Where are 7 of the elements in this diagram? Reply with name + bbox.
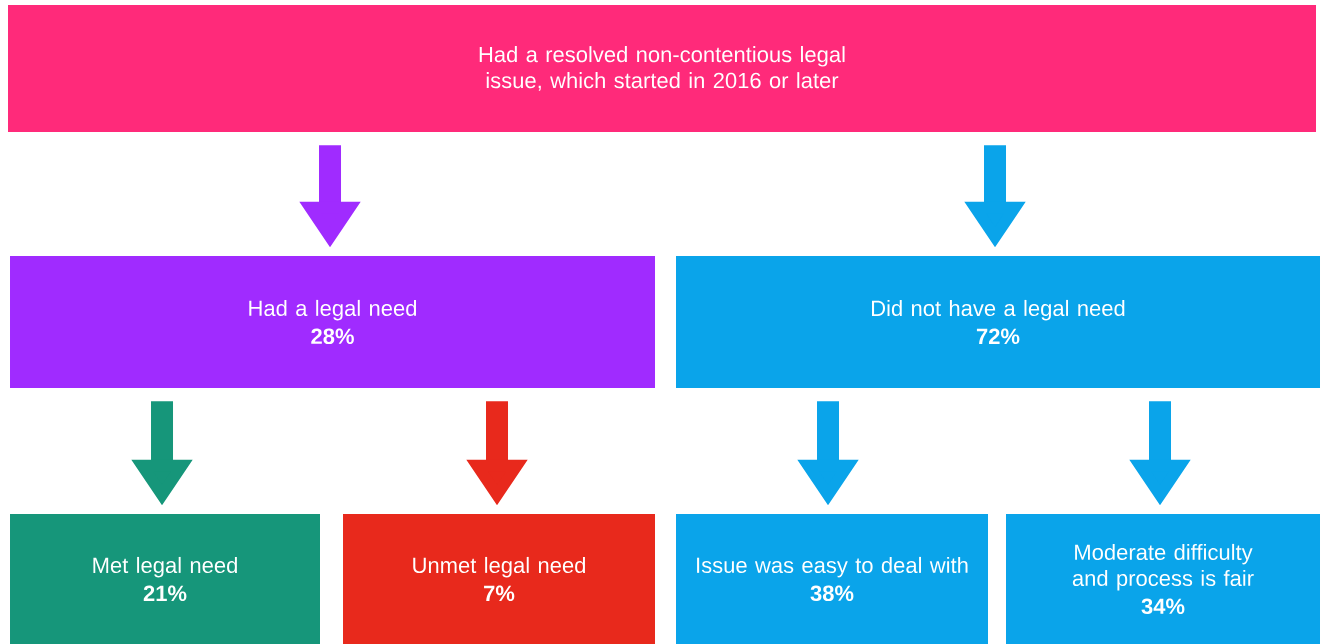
flow-box: Issue was easy to deal with 38%	[676, 514, 988, 644]
flow-box: Had a resolved non-contentious legal issue, which started in 2016 or later	[8, 5, 1316, 132]
flow-box: Moderate difficulty and process is fair 34%	[1006, 514, 1320, 644]
flow-box: Had a legal need 28%	[10, 256, 655, 388]
flow-box: Met legal need 21%	[10, 514, 320, 644]
flow-box: Did not have a legal need 72%	[676, 256, 1320, 388]
flow-box: Unmet legal need 7%	[343, 514, 655, 644]
